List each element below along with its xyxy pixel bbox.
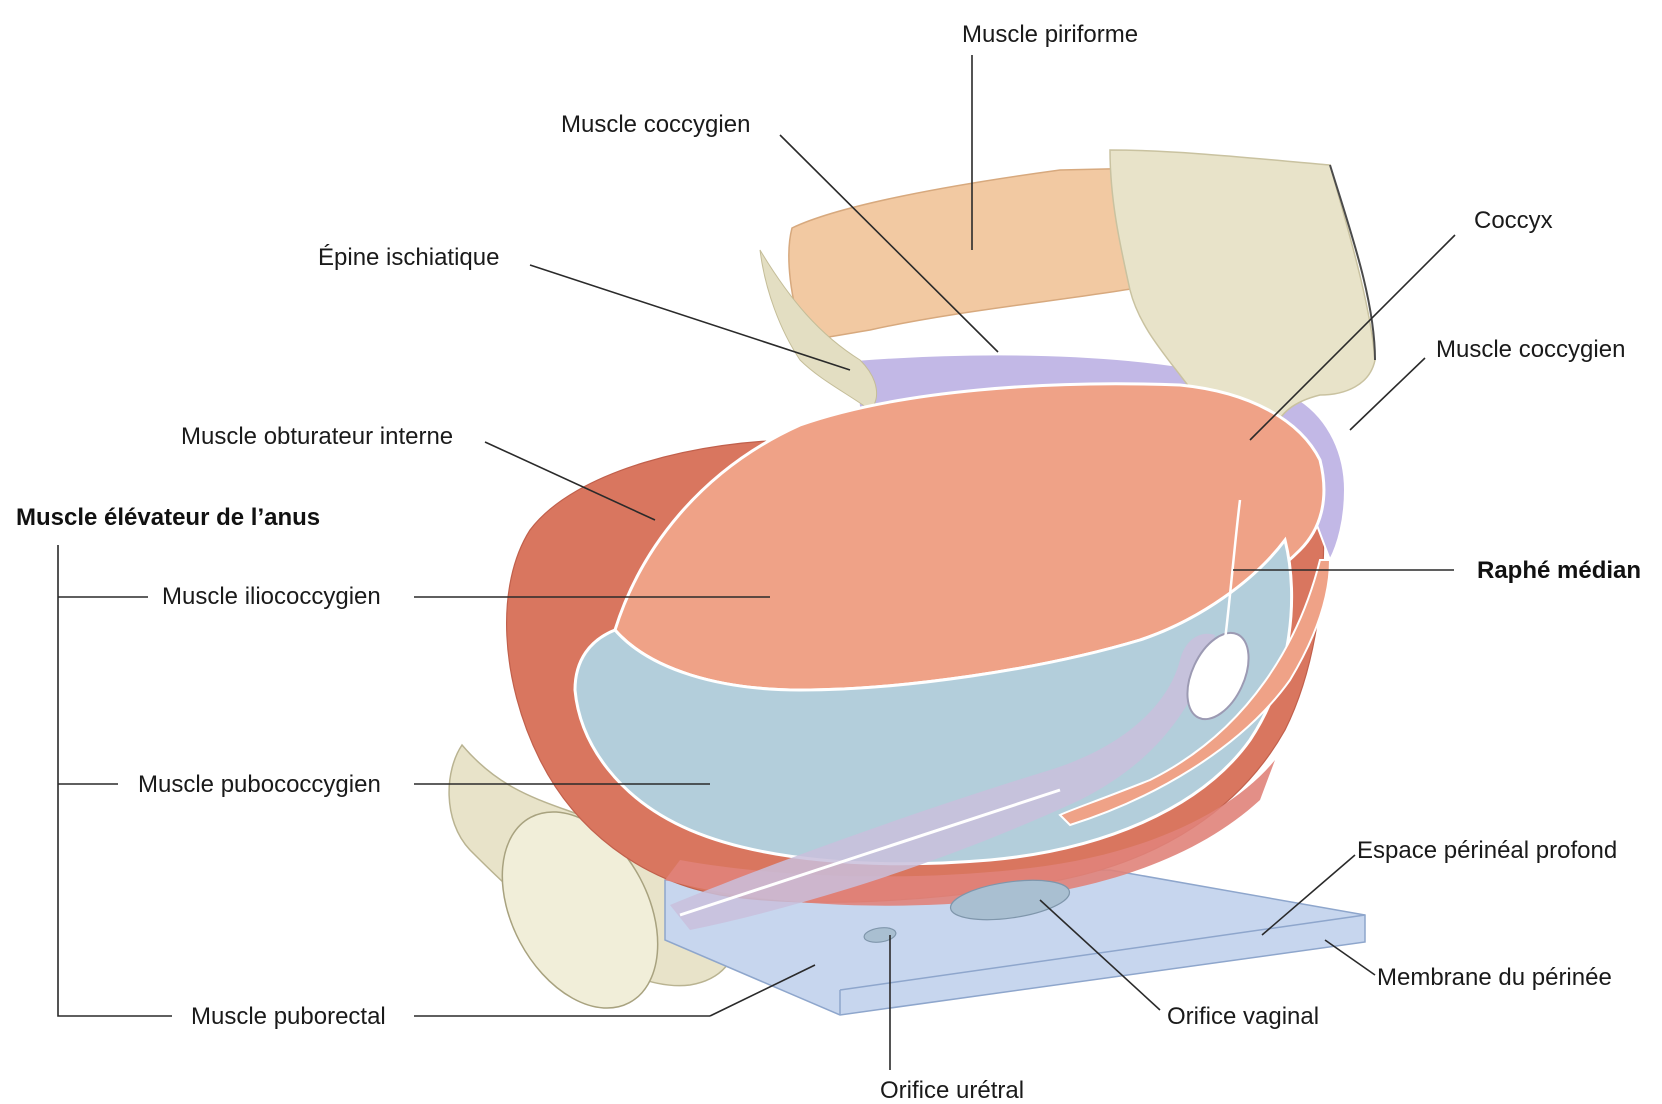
label-puborectal: Muscle puborectal	[191, 1003, 386, 1030]
label-coccyx: Coccyx	[1474, 207, 1553, 234]
label-uretral: Orifice urétral	[880, 1077, 1024, 1104]
label-iliococcygien: Muscle iliococcygien	[162, 583, 381, 610]
label-vaginal: Orifice vaginal	[1167, 1003, 1319, 1030]
illustration	[449, 150, 1375, 1035]
label-obturateur: Muscle obturateur interne	[181, 423, 453, 450]
label-elevateur: Muscle élévateur de l’anus	[16, 504, 320, 531]
label-membrane: Membrane du périnée	[1377, 964, 1612, 991]
label-coccygien-right: Muscle coccygien	[1436, 336, 1625, 363]
label-raphe: Raphé médian	[1477, 557, 1641, 584]
label-piriforme: Muscle piriforme	[962, 21, 1138, 48]
label-coccygien-top: Muscle coccygien	[561, 111, 750, 138]
label-espace: Espace périnéal profond	[1357, 837, 1617, 864]
label-epine: Épine ischiatique	[318, 244, 499, 271]
leader-membrane	[1325, 940, 1375, 975]
label-pubococcygien: Muscle pubococcygien	[138, 771, 381, 798]
